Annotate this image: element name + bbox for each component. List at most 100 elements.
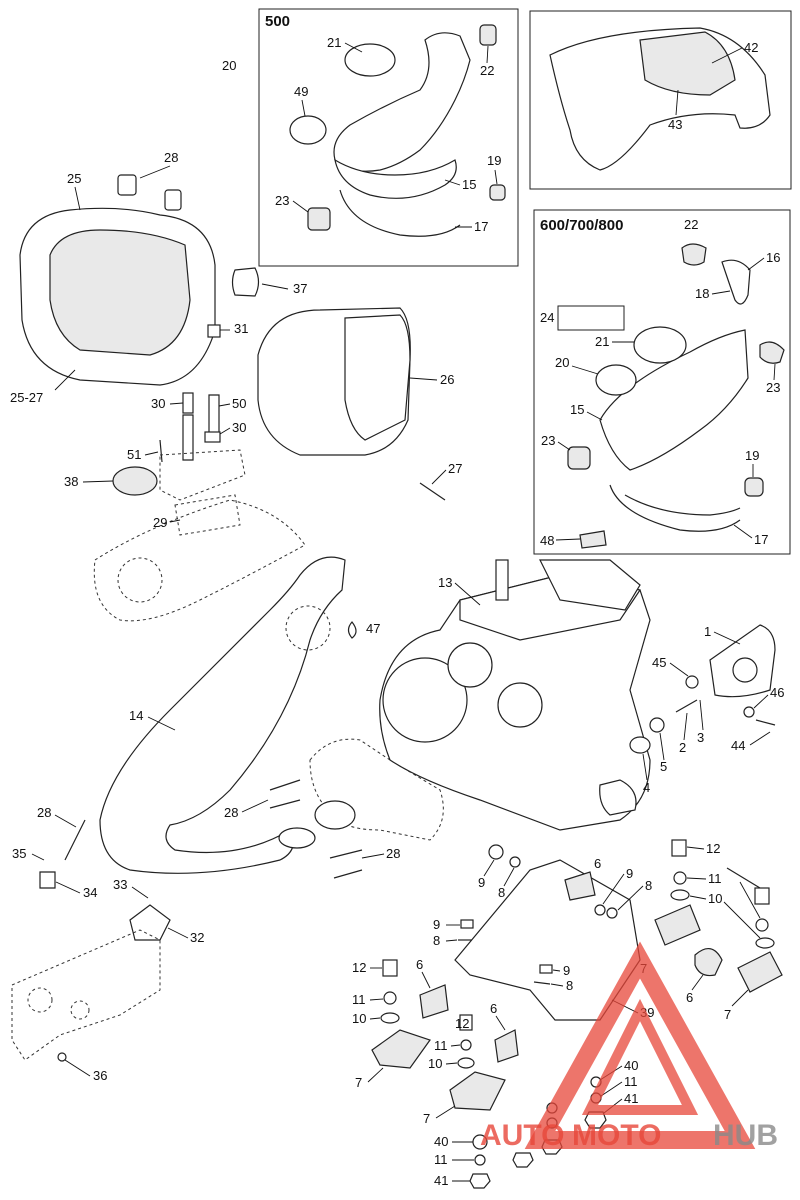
- washer-30-left: [182, 392, 194, 414]
- callout-10c: 10: [708, 891, 722, 906]
- leader-35: [31, 853, 45, 861]
- watermark-triangle-icon: [524, 941, 756, 1149]
- callout-48: 48: [540, 533, 554, 548]
- callout-4: 4: [643, 780, 650, 795]
- leader-8b: [617, 885, 644, 911]
- spring-left: [182, 414, 194, 461]
- leader-28d: [54, 814, 77, 828]
- callout-20: 20: [222, 58, 236, 73]
- lower-left-group: 28 35 34 33 32 36: [11, 805, 204, 1083]
- washer-30-right: [204, 431, 221, 443]
- callout-41b: 41: [434, 1173, 448, 1188]
- air-silencer-26-side: [344, 314, 411, 441]
- leader-8c: [445, 939, 458, 942]
- tuned-pipe-outlet: [278, 827, 316, 849]
- mount-bracket-7-center: [449, 1071, 506, 1111]
- lubricant-drop-icon: [347, 621, 357, 639]
- leader-21: [344, 42, 363, 53]
- engine-bracket-1-hole: [732, 657, 758, 683]
- leader-6d: [691, 974, 704, 991]
- callout-3: 3: [697, 730, 704, 745]
- tailpipe-16: [721, 259, 751, 305]
- clamp-21-500: [344, 43, 396, 77]
- rubber-mount-6-right: [694, 948, 723, 977]
- mount-bracket-7-right-low: [737, 951, 783, 993]
- tuned-pipe-ring-dashed: [285, 605, 331, 651]
- rivet-36: [57, 1052, 67, 1062]
- callout-23b: 23: [766, 380, 780, 395]
- leader-34: [55, 881, 81, 894]
- clamp-23-right: [759, 341, 785, 364]
- callout-11b: 11: [434, 1038, 448, 1053]
- callout-10b: 10: [428, 1056, 442, 1071]
- cap-37: [231, 267, 260, 297]
- callout-11d: 11: [624, 1074, 638, 1089]
- connector-28-right: [164, 189, 182, 211]
- washer-11-left-bottom: [474, 1154, 486, 1166]
- callout-47: 47: [366, 621, 380, 636]
- callout-40b: 40: [434, 1134, 448, 1149]
- leader-27: [431, 469, 447, 485]
- leader-23c: [557, 441, 571, 451]
- sound-absorber-42: [639, 31, 736, 96]
- clamp-19-500: [489, 184, 506, 201]
- bolt-44: [755, 719, 776, 726]
- engine-output-shaft: [599, 779, 637, 816]
- callout-7d: 7: [724, 1007, 731, 1022]
- leader-28c: [361, 853, 385, 859]
- leader-23b: [773, 363, 776, 381]
- callout-44: 44: [731, 738, 745, 753]
- leader-16: [747, 257, 765, 271]
- watermark-auto: AUTO: [480, 1119, 564, 1152]
- callout-9c: 9: [433, 917, 440, 932]
- callout-29: 29: [153, 515, 167, 530]
- callout-5: 5: [660, 759, 667, 774]
- callout-6d: 6: [686, 990, 693, 1005]
- spacer-4: [629, 736, 651, 754]
- grommet-22-500: [479, 24, 497, 46]
- leader-23: [292, 200, 309, 213]
- leader-11a: [369, 998, 384, 1001]
- washer-11-center: [460, 1039, 472, 1051]
- clamp-23-left: [567, 446, 591, 470]
- leader-29: [169, 519, 181, 523]
- callout-18: 18: [695, 286, 709, 301]
- leader-8d: [550, 983, 564, 987]
- washer-8-right: [606, 907, 618, 919]
- box-belly-pan-group: 42 43: [529, 10, 792, 190]
- leader-12c: [686, 846, 705, 850]
- air-silencer-group: 20 28 25 37 31 25-27 30 50 30 51 3: [10, 58, 307, 622]
- nut-41-extra: [512, 1152, 534, 1168]
- callout-30b: 30: [232, 420, 246, 435]
- washer-11-right-top: [673, 871, 687, 885]
- spring-28-upper: [269, 779, 301, 791]
- chassis-hole-1: [27, 987, 53, 1013]
- callout-1: 1: [704, 624, 711, 639]
- callout-7b: 7: [423, 1111, 430, 1126]
- callout-8c: 8: [433, 933, 440, 948]
- screw-27: [419, 482, 446, 501]
- callout-23c: 23: [541, 433, 555, 448]
- leader-30b: [219, 427, 231, 435]
- spacer-48: [579, 530, 607, 549]
- washer-11-right-low: [755, 918, 769, 932]
- bracket-34: [39, 871, 56, 889]
- callout-40a: 40: [624, 1058, 638, 1073]
- leader-22: [486, 45, 489, 64]
- watermark-hub: HUB: [713, 1119, 778, 1152]
- clamp-23-500: [307, 207, 331, 231]
- leader-45: [669, 662, 689, 677]
- box-500-group: 500 21 22 49 19 15 23 17: [258, 8, 519, 267]
- callout-31: 31: [234, 321, 248, 336]
- nut-31: [207, 324, 221, 338]
- engine-flywheel: [382, 657, 468, 743]
- watermark-inner-triangle-icon: [581, 998, 699, 1115]
- engine-cylinder-top: [539, 559, 641, 611]
- callout-22: 22: [480, 63, 494, 78]
- rubber-mount-6-center-low: [494, 1029, 519, 1063]
- callout-8d: 8: [566, 978, 573, 993]
- callout-32: 32: [190, 930, 204, 945]
- callout-15b: 15: [570, 402, 584, 417]
- callout-33: 33: [113, 877, 127, 892]
